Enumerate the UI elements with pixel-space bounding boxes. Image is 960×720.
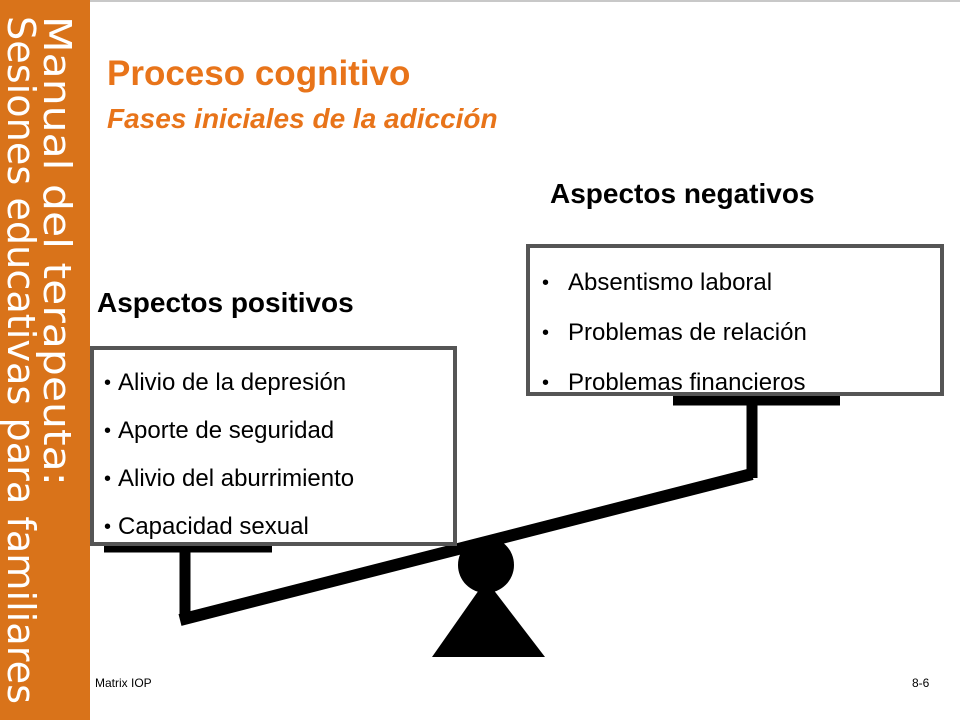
sidebar-line-1: Manual del terapeuta: <box>35 16 79 486</box>
bullet-icon: • <box>104 515 112 538</box>
top-divider <box>90 0 960 2</box>
bullet-icon: • <box>542 371 550 394</box>
fulcrum-triangle <box>432 580 545 657</box>
slide-title: Proceso cognitivo <box>107 54 411 93</box>
positive-aspects-box: • Alivio de la depresión • Aporte de segur… <box>90 346 457 546</box>
bullet-icon: • <box>104 371 112 394</box>
positive-aspects-heading: Aspectos positivos <box>97 287 354 318</box>
negative-aspects-heading: Aspectos negativos <box>550 178 815 209</box>
sidebar-title: Manual del terapeuta: Sesiones educativa… <box>0 0 90 720</box>
list-item-text: Absentismo laboral <box>568 269 773 296</box>
bullet-icon: • <box>104 467 112 490</box>
list-item: • Absentismo laboral <box>542 258 940 308</box>
list-item: • Alivio del aburrimiento <box>104 455 453 503</box>
list-item-text: Alivio del aburrimiento <box>118 465 355 492</box>
list-item: • Capacidad sexual <box>104 503 453 551</box>
bullet-icon: • <box>542 271 550 294</box>
list-item-text: Alivio de la depresión <box>118 369 347 396</box>
bullet-icon: • <box>542 321 550 344</box>
slide-subtitle: Fases iniciales de la adicción <box>107 103 498 134</box>
list-item: • Problemas de relación <box>542 308 940 358</box>
list-item-text: Aporte de seguridad <box>118 417 335 444</box>
sidebar-band <box>0 0 90 720</box>
list-item: • Alivio de la depresión <box>104 359 453 407</box>
negative-aspects-box: • Absentismo laboral • Problemas de relaci… <box>526 244 944 396</box>
positive-aspects-list: • Alivio de la depresión • Aporte de segur… <box>104 359 453 551</box>
footer-source: Matrix IOP <box>95 676 152 690</box>
list-item: • Problemas financieros <box>542 358 940 408</box>
negative-aspects-list: • Absentismo laboral • Problemas de relaci… <box>542 258 940 408</box>
fulcrum-pivot <box>458 537 514 593</box>
list-item: • Aporte de seguridad <box>104 407 453 455</box>
bullet-icon: • <box>104 419 112 442</box>
sidebar-line-2: Sesiones educativas para familiares <box>0 16 43 704</box>
page-number: 8-6 <box>912 676 930 690</box>
list-item-text: Problemas de relación <box>568 319 807 346</box>
list-item-text: Problemas financieros <box>568 369 806 396</box>
list-item-text: Capacidad sexual <box>118 513 309 540</box>
